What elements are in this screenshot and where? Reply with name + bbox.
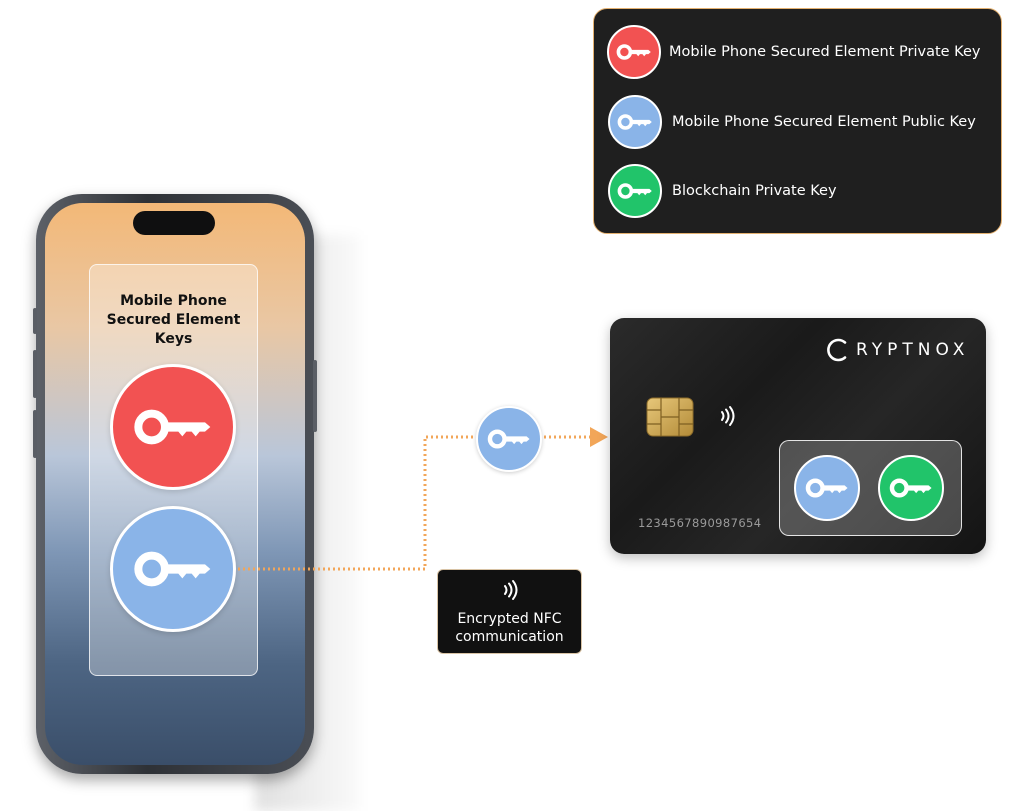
nfc-label-line: communication: [455, 629, 564, 645]
legend-private-key-badge: [607, 25, 661, 79]
phone-volume-up-button: [33, 350, 37, 398]
title-line: Secured Element: [106, 312, 241, 328]
secured-element-title: Mobile Phone Secured Element Keys: [89, 292, 258, 349]
legend-blockchain-key-badge: [608, 164, 662, 218]
title-line: Mobile Phone: [120, 293, 227, 309]
card-public-key-badge: [794, 455, 860, 521]
legend-item-blockchain-key: Blockchain Private Key: [608, 162, 837, 220]
legend-item-private-key: Mobile Phone Secured Element Private Key: [607, 23, 980, 81]
arrow-head: [590, 427, 608, 447]
legend-label: Mobile Phone Secured Element Public Key: [672, 114, 976, 130]
key-icon: [805, 477, 849, 499]
crescent-c-logo: [827, 338, 847, 362]
smartcard-chip-icon: [646, 397, 694, 437]
title-line: Keys: [154, 331, 193, 347]
key-icon: [487, 428, 531, 450]
legend-public-key-badge: [608, 95, 662, 149]
card-blockchain-key-badge: [878, 455, 944, 521]
contactless-icon: [716, 404, 740, 428]
phone-action-button: [33, 308, 37, 334]
transit-public-key-badge: [476, 406, 542, 472]
legend-label: Mobile Phone Secured Element Private Key: [669, 44, 981, 60]
dotted-path-to-key: [238, 435, 474, 571]
phone-dynamic-island: [133, 211, 215, 235]
phone-volume-down-button: [33, 410, 37, 458]
legend-label: Blockchain Private Key: [672, 183, 837, 199]
nfc-wave-icon: [499, 578, 523, 602]
key-icon: [889, 477, 933, 499]
phone-public-key-badge: [110, 506, 236, 632]
nfc-label-line: Encrypted NFC: [457, 611, 562, 627]
legend-item-public-key: Mobile Phone Secured Element Public Key: [608, 93, 976, 151]
phone-side-button: [313, 360, 317, 432]
phone-private-key-badge: [110, 364, 236, 490]
card-brand-text: RYPTNOX: [856, 340, 970, 360]
card-brand-logo: RYPTNOX: [826, 336, 969, 364]
nfc-communication-label: Encrypted NFC communication: [437, 569, 582, 654]
card-number: 1234567890987654: [638, 516, 762, 530]
